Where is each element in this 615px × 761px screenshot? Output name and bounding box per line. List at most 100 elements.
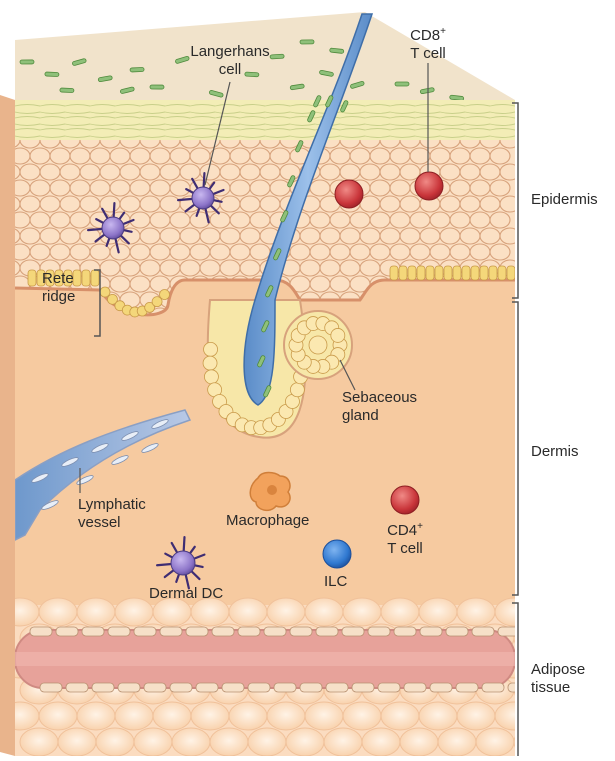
adipocyte	[514, 728, 552, 756]
keratinocyte	[260, 196, 280, 212]
cd8-t-cell-icon	[335, 180, 363, 208]
cell-body	[102, 217, 124, 239]
keratinocyte	[30, 212, 50, 228]
macrophage-label: Macrophage	[226, 512, 309, 530]
keratinocyte	[490, 212, 510, 228]
endothelial-cell	[404, 683, 426, 692]
endothelial-cell	[40, 683, 62, 692]
basal-cell	[100, 287, 110, 297]
keratinocyte	[30, 244, 50, 260]
adipocyte	[381, 702, 419, 730]
lymphatic-vessel-label: Lymphatic vessel	[78, 496, 146, 532]
adipocyte	[343, 702, 381, 730]
endothelial-cell	[456, 683, 478, 692]
keratinocyte	[380, 164, 400, 180]
adipocyte	[39, 598, 77, 626]
keratinocyte	[200, 260, 220, 276]
keratinocyte	[320, 260, 340, 276]
keratinocyte	[50, 180, 70, 196]
cell-body	[192, 187, 214, 209]
endothelial-cell	[290, 627, 312, 636]
keratinocyte	[450, 212, 470, 228]
bacterium	[300, 40, 314, 44]
adipocyte	[191, 702, 229, 730]
endothelial-cell	[274, 683, 296, 692]
keratinocyte	[40, 196, 60, 212]
adipocyte	[267, 702, 305, 730]
endothelial-cell	[508, 683, 530, 692]
keratinocyte	[230, 148, 250, 164]
adipocyte	[400, 728, 438, 756]
keratinocyte	[450, 244, 470, 260]
keratinocyte	[350, 212, 370, 228]
cd8-label-line2: T cell	[390, 45, 466, 63]
endothelial-cell	[118, 683, 140, 692]
basal-cell	[28, 270, 36, 286]
adipocyte	[248, 728, 286, 756]
dermal-dc-label: Dermal DC	[149, 585, 223, 603]
keratinocyte	[120, 196, 140, 212]
keratinocyte	[470, 212, 490, 228]
keratinocyte	[180, 228, 200, 244]
adipocyte	[229, 598, 267, 626]
keratinocyte	[290, 244, 310, 260]
endothelial-cell	[316, 627, 338, 636]
keratinocyte	[70, 148, 90, 164]
keratinocyte	[390, 212, 410, 228]
keratinocyte	[70, 212, 90, 228]
basal-cell	[408, 266, 416, 280]
basal-cell	[435, 266, 443, 280]
rete-label-line2: ridge	[42, 288, 75, 306]
adipocyte	[305, 702, 343, 730]
bacterium	[60, 88, 74, 93]
cd8-label-sup: +	[440, 26, 446, 37]
endothelial-cell	[378, 683, 400, 692]
keratinocyte	[230, 212, 250, 228]
lymphatic-label-line2: vessel	[78, 514, 146, 532]
adipocyte	[20, 728, 58, 756]
basal-cell	[390, 266, 398, 280]
keratinocyte	[180, 260, 200, 276]
keratinocyte	[480, 228, 500, 244]
keratinocyte	[450, 180, 470, 196]
keratinocyte	[410, 148, 430, 164]
keratinocyte	[320, 228, 340, 244]
keratinocyte	[390, 244, 410, 260]
follicle-cell	[204, 342, 218, 356]
keratinocyte	[210, 244, 230, 260]
follicle-cell	[203, 356, 217, 370]
endothelial-cell	[368, 627, 390, 636]
endothelial-cell	[238, 627, 260, 636]
blood-vessel-highlight	[15, 652, 515, 666]
basal-cell	[471, 266, 479, 280]
endothelial-cell	[144, 683, 166, 692]
adipocyte	[210, 728, 248, 756]
keratinocyte	[440, 164, 460, 180]
keratinocyte	[330, 276, 350, 292]
basal-cell	[507, 266, 515, 280]
adipocyte	[419, 598, 457, 626]
keratinocyte	[310, 212, 330, 228]
keratinocyte	[300, 228, 320, 244]
keratinocyte	[240, 196, 260, 212]
keratinocyte	[340, 164, 360, 180]
adipocyte	[476, 728, 514, 756]
endothelial-cell	[134, 627, 156, 636]
keratinocyte	[30, 180, 50, 196]
basal-cell	[480, 266, 488, 280]
keratinocyte	[250, 180, 270, 196]
keratinocyte	[170, 180, 190, 196]
basal-cell	[462, 266, 470, 280]
keratinocyte	[440, 196, 460, 212]
keratinocyte	[400, 196, 420, 212]
keratinocyte	[270, 180, 290, 196]
keratinocyte	[360, 228, 380, 244]
keratinocyte	[480, 164, 500, 180]
keratinocyte	[470, 180, 490, 196]
langerhans-cell-label: Langerhans cell	[176, 43, 284, 79]
keratinocyte	[440, 228, 460, 244]
adipocyte	[286, 728, 324, 756]
basal-cell	[453, 266, 461, 280]
